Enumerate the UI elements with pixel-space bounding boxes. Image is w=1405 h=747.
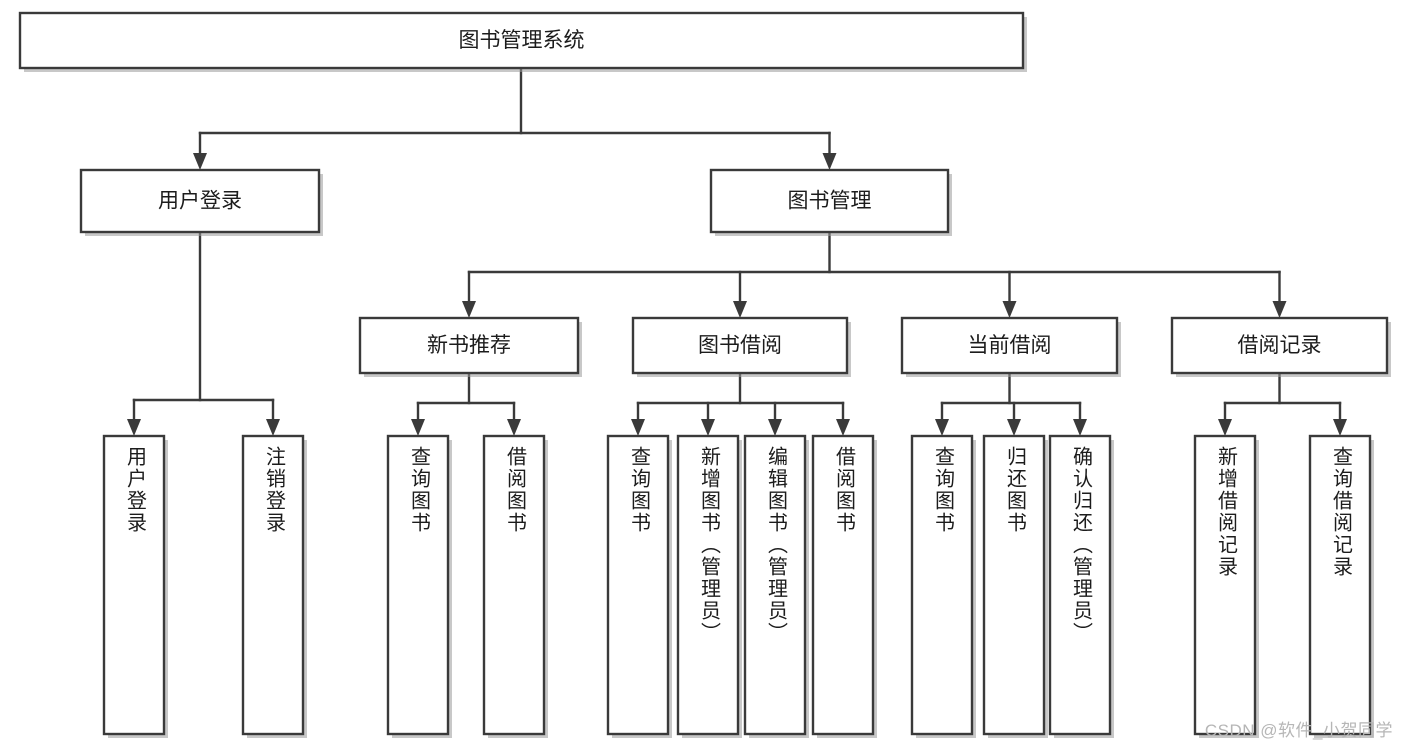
node-leaf-borrow-book-2-label-wrap: 借阅图书: [813, 446, 873, 724]
node-user-login[interactable]: [79, 168, 321, 234]
node-leaf-query-book-3[interactable]: [910, 434, 974, 736]
node-leaf-borrow-book-1[interactable]: [482, 434, 546, 736]
arrow-head-icon: [462, 301, 476, 318]
arrow-head-icon: [1073, 419, 1087, 436]
node-box-layer: [18, 11, 1391, 738]
node-leaf-user-login[interactable]: [102, 434, 166, 736]
arrow-head-icon: [733, 301, 747, 318]
node-leaf-return-book-label-wrap: 归还图书: [984, 446, 1044, 724]
node-leaf-query-book-3-label: 查询图书: [931, 446, 954, 534]
node-leaf-edit-book-label: 编辑图书（管理员）: [764, 446, 787, 644]
node-current-borrow-label: 当前借阅: [968, 334, 1052, 357]
node-leaf-add-record-label-wrap: 新增借阅记录: [1195, 446, 1255, 724]
node-leaf-query-book-1-label-wrap: 查询图书: [388, 446, 448, 724]
node-leaf-confirm-return-label-wrap: 确认归还（管理员）: [1050, 446, 1110, 724]
node-leaf-logout-label-wrap: 注销登录: [243, 446, 303, 724]
arrow-head-icon: [935, 419, 949, 436]
node-leaf-query-record-label: 查询借阅记录: [1329, 446, 1352, 578]
node-leaf-add-book-label: 新增图书（管理员）: [697, 446, 720, 644]
node-leaf-query-book-2-label: 查询图书: [627, 446, 650, 534]
node-leaf-return-book-label: 归还图书: [1003, 446, 1026, 534]
node-leaf-borrow-book-1-label-wrap: 借阅图书: [484, 446, 544, 724]
node-leaf-query-record-label-wrap: 查询借阅记录: [1310, 446, 1370, 724]
node-leaf-query-book-3-label-wrap: 查询图书: [912, 446, 972, 724]
node-leaf-add-book-label-wrap: 新增图书（管理员）: [678, 446, 738, 724]
node-leaf-add-book[interactable]: [676, 434, 740, 736]
arrow-head-icon: [822, 153, 837, 170]
node-leaf-logout[interactable]: [241, 434, 305, 736]
node-leaf-edit-book-label-wrap: 编辑图书（管理员）: [745, 446, 805, 724]
node-leaf-user-login-label: 用户登录: [123, 446, 146, 534]
node-root-label: 图书管理系统: [459, 29, 585, 52]
arrow-head-icon: [1333, 419, 1347, 436]
node-book-borrow[interactable]: [631, 316, 849, 375]
node-new-book-rec[interactable]: [358, 316, 580, 375]
arrow-head-icon: [1272, 301, 1287, 318]
arrow-head-icon: [701, 419, 715, 436]
node-leaf-confirm-return-label: 确认归还（管理员）: [1069, 446, 1092, 644]
arrow-head-icon: [1002, 301, 1017, 318]
connector-layer: [127, 66, 1347, 436]
node-leaf-query-record[interactable]: [1308, 434, 1372, 736]
node-new-book-rec-label: 新书推荐: [427, 334, 511, 357]
arrow-head-icon: [266, 419, 280, 436]
watermark: CSDN @软件_小贺同学: [1204, 721, 1393, 740]
arrow-head-icon: [768, 419, 782, 436]
node-leaf-query-book-1-label: 查询图书: [407, 446, 430, 534]
arrow-head-icon: [631, 419, 645, 436]
node-book-manage-label: 图书管理: [788, 190, 872, 213]
arrow-head-icon: [1007, 419, 1021, 436]
node-leaf-user-login-label-wrap: 用户登录: [104, 446, 164, 724]
node-leaf-borrow-book-1-label: 借阅图书: [503, 446, 526, 534]
node-current-borrow[interactable]: [900, 316, 1119, 375]
node-leaf-query-book-2[interactable]: [606, 434, 670, 736]
node-leaf-logout-label: 注销登录: [262, 446, 285, 534]
arrow-head-icon: [836, 419, 850, 436]
node-leaf-add-record[interactable]: [1193, 434, 1257, 736]
node-leaf-edit-book[interactable]: [743, 434, 807, 736]
node-user-login-label: 用户登录: [158, 190, 242, 213]
node-leaf-query-book-2-label-wrap: 查询图书: [608, 446, 668, 724]
arrow-head-icon: [127, 419, 141, 436]
arrow-head-icon: [507, 419, 521, 436]
node-leaf-query-book-1[interactable]: [386, 434, 450, 736]
arrow-head-icon: [193, 153, 207, 170]
node-leaf-add-record-label: 新增借阅记录: [1214, 446, 1237, 578]
node-book-manage[interactable]: [709, 168, 950, 234]
node-borrow-record-label: 借阅记录: [1238, 334, 1322, 357]
node-borrow-record[interactable]: [1170, 316, 1389, 375]
node-leaf-return-book[interactable]: [982, 434, 1046, 736]
node-leaf-confirm-return[interactable]: [1048, 434, 1112, 736]
node-root[interactable]: [18, 11, 1025, 70]
node-book-borrow-label: 图书借阅: [698, 334, 782, 357]
arrow-head-icon: [411, 419, 425, 436]
node-leaf-borrow-book-2-label: 借阅图书: [832, 446, 855, 534]
arrow-head-icon: [1218, 419, 1232, 436]
node-leaf-borrow-book-2[interactable]: [811, 434, 875, 736]
